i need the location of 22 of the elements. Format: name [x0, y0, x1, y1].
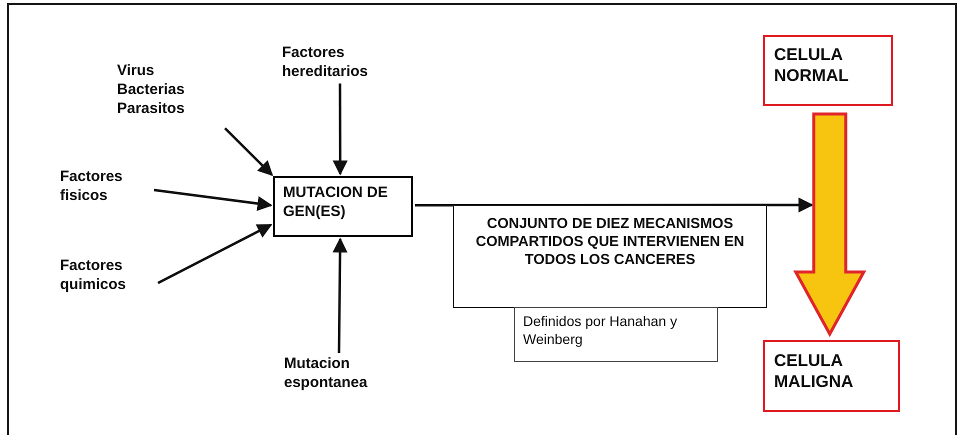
cell-state-box [763, 35, 893, 106]
factor-label: Factores fisicos [60, 168, 124, 206]
arrow [224, 127, 274, 176]
factor-label: Virus Bacterias Parasitos [117, 62, 186, 118]
arrow [332, 238, 348, 354]
arrow [157, 224, 272, 284]
box-text: CONJUNTO DE DIEZ MECANISMOS COMPARTIDOS QUE INTERVIENEN EN TODOS LOS CANCERES [474, 215, 746, 270]
box-text: CELULA MALIGNA [774, 350, 854, 392]
cell-state-box [763, 340, 900, 412]
box-text: CELULA NORMAL [774, 44, 850, 86]
arrow [154, 188, 272, 211]
box-text: Definidos por Hanahan y Weinberg [523, 312, 678, 348]
box-text: MUTACION DE GEN(ES) [283, 184, 389, 222]
note-box [514, 307, 718, 362]
factor-label: Factores quimicos [60, 257, 127, 294]
factor-label: Mutacion espontanea [284, 355, 368, 392]
block-arrow [793, 112, 866, 338]
arrow [415, 198, 814, 212]
factor-label: Factores hereditarios [282, 44, 369, 82]
process-box [453, 205, 767, 308]
arrow [332, 84, 348, 176]
process-box [273, 176, 413, 237]
